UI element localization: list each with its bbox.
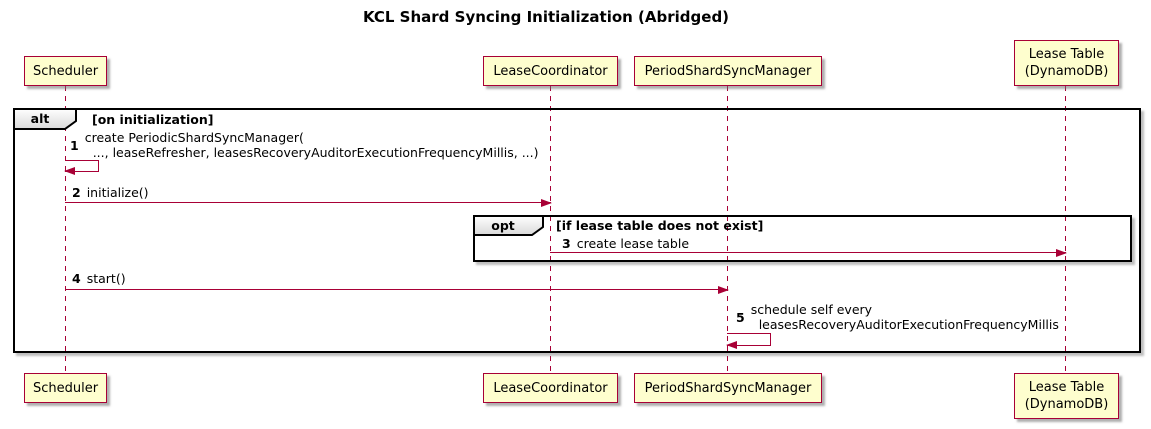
message-1-number: 1 bbox=[70, 137, 79, 153]
message-5-number: 5 bbox=[736, 309, 745, 325]
message-5-label: 5 schedule self every leasesRecoveryAudi… bbox=[736, 302, 1059, 332]
lifeline-lease-table bbox=[1065, 86, 1066, 373]
message-5-arrowhead-icon bbox=[726, 341, 737, 349]
message-3-text: create lease table bbox=[576, 236, 690, 251]
opt-frame-keyword: opt bbox=[491, 217, 515, 233]
message-5-text: schedule self every leasesRecoveryAudito… bbox=[751, 302, 1059, 332]
lifeline-scheduler bbox=[65, 86, 66, 373]
alt-frame bbox=[13, 108, 1141, 353]
message-2-text: initialize() bbox=[86, 185, 149, 200]
message-3-label: 3 create lease table bbox=[562, 236, 689, 251]
participant-top-period-shard-sync-manager: PeriodShardSyncManager bbox=[634, 56, 822, 86]
message-4-text: start() bbox=[86, 271, 126, 286]
message-3-number: 3 bbox=[562, 236, 571, 251]
message-4-arrow bbox=[65, 286, 729, 294]
message-2-number: 2 bbox=[72, 185, 81, 200]
alt-frame-keyword: alt bbox=[30, 111, 50, 126]
opt-frame bbox=[473, 215, 1132, 262]
message-4-arrowhead-icon bbox=[718, 286, 729, 294]
message-1-self-arrow bbox=[64, 160, 99, 175]
message-5-text-line2: leasesRecoveryAuditorExecutionFrequencyM… bbox=[758, 317, 1059, 332]
participant-bottom-lease-table: Lease Table (DynamoDB) bbox=[1014, 373, 1119, 419]
lifeline-lease-coordinator bbox=[550, 86, 551, 373]
participant-label: PeriodShardSyncManager bbox=[644, 380, 812, 396]
diagram-title: KCL Shard Syncing Initialization (Abridg… bbox=[362, 8, 730, 26]
opt-frame-condition: [if lease table does not exist] bbox=[556, 218, 764, 233]
message-2-label: 2 initialize() bbox=[72, 185, 149, 200]
participant-label-line2: (DynamoDB) bbox=[1024, 64, 1109, 79]
message-1-text-line2: ..., leaseRefresher, leasesRecoveryAudit… bbox=[92, 145, 539, 160]
opt-frame-label-pentagon bbox=[473, 215, 544, 236]
participant-label: Scheduler bbox=[32, 380, 99, 396]
alt-frame-label-pentagon bbox=[13, 108, 77, 130]
participant-bottom-lease-coordinator: LeaseCoordinator bbox=[483, 373, 618, 403]
participant-label: Lease Table bbox=[1028, 380, 1105, 395]
participant-label: Lease Table bbox=[1028, 47, 1105, 62]
participant-bottom-scheduler: Scheduler bbox=[24, 373, 107, 403]
message-3-arrow bbox=[550, 249, 1067, 257]
message-1-text-line1: create PeriodicShardSyncManager( bbox=[84, 130, 304, 145]
message-1-label: 1 create PeriodicShardSyncManager( ..., … bbox=[70, 130, 539, 160]
participant-label: PeriodShardSyncManager bbox=[644, 63, 812, 79]
message-4-label: 4 start() bbox=[72, 271, 126, 286]
participant-label: Scheduler bbox=[32, 63, 99, 79]
participant-label: LeaseCoordinator bbox=[493, 380, 608, 396]
participant-top-lease-table: Lease Table (DynamoDB) bbox=[1014, 40, 1119, 86]
message-5-text-line1: schedule self every bbox=[750, 302, 873, 317]
message-4-number: 4 bbox=[72, 271, 81, 286]
message-3-arrowhead-icon bbox=[1056, 249, 1067, 257]
participant-label: LeaseCoordinator bbox=[493, 63, 608, 79]
lifeline-period-shard-sync-manager bbox=[727, 86, 728, 373]
alt-frame-condition: [on initialization] bbox=[92, 111, 214, 127]
message-2-arrow bbox=[65, 199, 552, 207]
participant-bottom-period-shard-sync-manager: PeriodShardSyncManager bbox=[634, 373, 822, 403]
message-5-self-arrow bbox=[726, 333, 771, 349]
participant-top-lease-coordinator: LeaseCoordinator bbox=[483, 56, 618, 86]
message-1-arrowhead-icon bbox=[64, 167, 75, 175]
participant-label-line2: (DynamoDB) bbox=[1024, 397, 1109, 412]
message-1-text: create PeriodicShardSyncManager( ..., le… bbox=[85, 130, 539, 160]
participant-top-scheduler: Scheduler bbox=[24, 56, 107, 86]
message-2-arrowhead-icon bbox=[541, 199, 552, 207]
